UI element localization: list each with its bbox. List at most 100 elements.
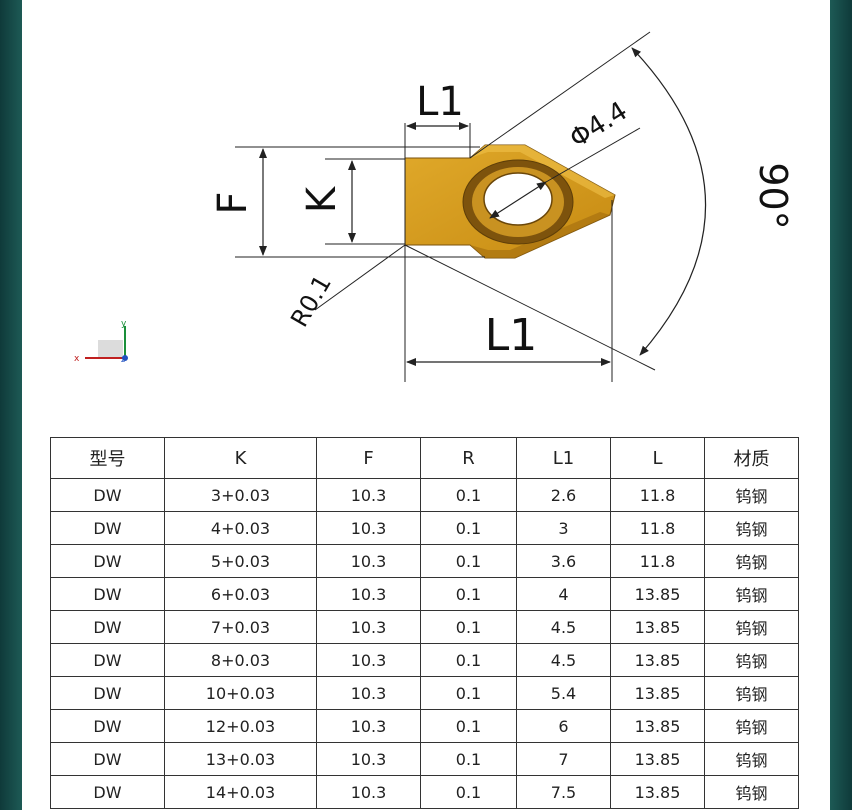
axis-z-label: z (121, 355, 125, 364)
header-l1: L1 (516, 437, 611, 479)
cell-f: 10.3 (316, 742, 421, 776)
cell-k: 5+0.03 (164, 544, 317, 578)
axis-x-label: x (74, 354, 80, 364)
label-diameter: Φ4.4 (565, 96, 633, 154)
cell-material: 钨钢 (704, 775, 799, 809)
cell-f: 10.3 (316, 775, 421, 809)
cell-f: 10.3 (316, 676, 421, 710)
diameter-arrow (489, 181, 547, 219)
cell-l: 13.85 (610, 577, 705, 611)
cell-l1: 4.5 (516, 643, 611, 677)
cell-l: 13.85 (610, 775, 705, 809)
cell-k: 6+0.03 (164, 577, 317, 611)
cell-f: 10.3 (316, 544, 421, 578)
cell-l: 11.8 (610, 478, 705, 512)
cell-k: 4+0.03 (164, 511, 317, 545)
label-l1-bottom: L1 (485, 310, 538, 361)
cell-l: 11.8 (610, 511, 705, 545)
extension-lines (235, 31, 656, 382)
cell-r: 0.1 (420, 643, 517, 677)
cell-material: 钨钢 (704, 709, 799, 743)
cell-l: 13.85 (610, 709, 705, 743)
label-radius: R0.1 (285, 270, 337, 331)
cell-r: 0.1 (420, 511, 517, 545)
cell-f: 10.3 (316, 478, 421, 512)
cell-k: 3+0.03 (164, 478, 317, 512)
cell-l1: 4.5 (516, 610, 611, 644)
cell-l1: 5.4 (516, 676, 611, 710)
cell-material: 钨钢 (704, 676, 799, 710)
cell-k: 14+0.03 (164, 775, 317, 809)
cell-l: 13.85 (610, 643, 705, 677)
cell-l1: 4 (516, 577, 611, 611)
cell-f: 10.3 (316, 709, 421, 743)
cell-model: DW (50, 676, 165, 710)
cell-l: 11.8 (610, 544, 705, 578)
table-header-row: 型号 K F R L1 L 材质 (50, 437, 799, 479)
cell-l1: 7.5 (516, 775, 611, 809)
cell-k: 7+0.03 (164, 610, 317, 644)
cell-r: 0.1 (420, 544, 517, 578)
cell-material: 钨钢 (704, 478, 799, 512)
cell-model: DW (50, 511, 165, 545)
cell-material: 钨钢 (704, 544, 799, 578)
cell-model: DW (50, 775, 165, 809)
cell-material: 钨钢 (704, 742, 799, 776)
cell-l1: 7 (516, 742, 611, 776)
cell-r: 0.1 (420, 676, 517, 710)
cell-r: 0.1 (420, 478, 517, 512)
cell-f: 10.3 (316, 643, 421, 677)
diameter-leader (545, 127, 641, 183)
cell-f: 10.3 (316, 511, 421, 545)
header-k: K (164, 437, 317, 479)
label-l1-top: L1 (416, 79, 464, 125)
cell-k: 13+0.03 (164, 742, 317, 776)
cell-f: 10.3 (316, 577, 421, 611)
label-k: K (299, 185, 345, 213)
cell-l1: 6 (516, 709, 611, 743)
cell-l: 13.85 (610, 610, 705, 644)
cell-r: 0.1 (420, 742, 517, 776)
header-r: R (420, 437, 517, 479)
header-model: 型号 (50, 437, 165, 479)
header-l: L (610, 437, 705, 479)
cell-l: 13.85 (610, 676, 705, 710)
cell-l1: 3 (516, 511, 611, 545)
cell-model: DW (50, 643, 165, 677)
technical-drawing: F K L1 L1 Φ4.4 90° R0.1 y x z (74, 31, 795, 382)
header-f: F (316, 437, 421, 479)
cell-k: 12+0.03 (164, 709, 317, 743)
cell-material: 钨钢 (704, 610, 799, 644)
cell-r: 0.1 (420, 709, 517, 743)
label-angle: 90° (751, 162, 795, 229)
cell-model: DW (50, 577, 165, 611)
cell-material: 钨钢 (704, 577, 799, 611)
cell-material: 钨钢 (704, 511, 799, 545)
cell-f: 10.3 (316, 610, 421, 644)
header-material: 材质 (704, 437, 799, 479)
cell-r: 0.1 (420, 775, 517, 809)
cell-model: DW (50, 478, 165, 512)
cell-l: 13.85 (610, 742, 705, 776)
cell-l1: 2.6 (516, 478, 611, 512)
cell-material: 钨钢 (704, 643, 799, 677)
cell-model: DW (50, 610, 165, 644)
cell-k: 10+0.03 (164, 676, 317, 710)
axis-triad: y x z (74, 319, 128, 364)
axis-y-label: y (121, 319, 127, 329)
dim-angle-arc (631, 47, 707, 356)
cell-r: 0.1 (420, 577, 517, 611)
cell-model: DW (50, 544, 165, 578)
label-f: F (210, 191, 256, 214)
insert-hole (462, 159, 574, 245)
